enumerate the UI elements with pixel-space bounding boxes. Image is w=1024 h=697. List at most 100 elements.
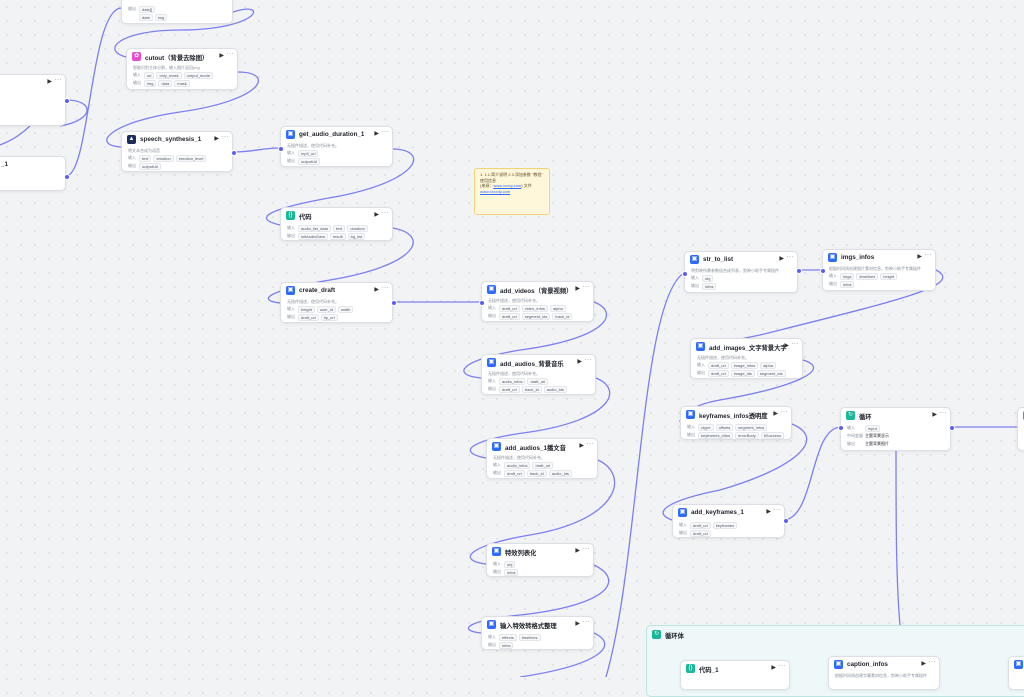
node-row-output: 输出 draft_url image_ids segment_ids: [691, 369, 802, 377]
run-icon[interactable]: ▶: [374, 212, 379, 218]
row-label: 输入: [133, 72, 141, 77]
workflow-node[interactable]: ▲ speech_synthesis_1 ▶ ··· 将文本合成为语音 输入 t…: [121, 131, 233, 172]
edge: [784, 426, 841, 521]
row-label: 输入: [847, 425, 855, 430]
note-link[interactable]: www.xxxxdy.com: [480, 188, 511, 194]
more-icon[interactable]: ···: [582, 619, 590, 625]
node-row-output: 输出 outputUrl: [281, 157, 392, 165]
output-port[interactable]: [391, 300, 397, 306]
param-tag: text: [332, 224, 346, 232]
more-icon[interactable]: ···: [381, 285, 389, 291]
run-icon[interactable]: ▶: [773, 411, 778, 417]
run-icon[interactable]: ▶: [47, 79, 52, 85]
run-icon[interactable]: ▶: [214, 136, 219, 142]
more-icon[interactable]: ···: [928, 659, 936, 665]
workflow-node[interactable]: ▣ imgs_infos ▶ ··· 根据时间线创建图片素材信息，剪映小助手专属…: [822, 249, 936, 291]
output-port[interactable]: [783, 518, 789, 524]
run-icon[interactable]: ▶: [771, 665, 776, 671]
more-icon[interactable]: ···: [582, 546, 590, 552]
more-icon[interactable]: ···: [924, 252, 932, 258]
more-icon[interactable]: ···: [791, 341, 799, 347]
workflow-node[interactable]: ▣ add_images_文字背景大字 ▶ ··· 无插件描述，使用代码补充。 …: [690, 338, 803, 379]
output-port[interactable]: [949, 425, 955, 431]
input-port[interactable]: [838, 425, 844, 431]
workflow-node[interactable]: ▣ add_audios_背景音乐 ▶ ··· 无插件描述，使用代码补充。 输入…: [481, 354, 596, 395]
workflow-node[interactable]: ▣ 输入特效转格式整理 ▶ ··· 输入 effects timelines 输…: [481, 616, 594, 650]
row-label: 输入: [829, 273, 837, 278]
input-port[interactable]: [820, 268, 826, 274]
output-port[interactable]: [796, 268, 802, 274]
more-icon[interactable]: ···: [773, 507, 781, 513]
row-label: 输入: [493, 462, 501, 467]
workflow-node[interactable]: ▶ ···: [0, 74, 66, 126]
sticky-note[interactable]: 1. 1.1.简介说明 2.3.添加参数 "教程" 使用信息 (来源：www.x…: [474, 168, 550, 215]
workflow-node[interactable]: ▣ add_keyframes_1 ▶ ··· 输入 draft_url key…: [672, 504, 785, 538]
more-icon[interactable]: ···: [381, 210, 389, 216]
run-icon[interactable]: ▶: [374, 287, 379, 293]
workflow-node[interactable]: ▣ add_audios_1播文音 ▶ ··· 无插件描述，使用代码补充。 输入…: [486, 438, 598, 479]
more-icon[interactable]: ···: [582, 284, 590, 290]
workflow-node[interactable]: ▣ add_videos（背景视频） ▶ ··· 无插件描述，使用代码补充。 输…: [481, 281, 594, 322]
workflow-node[interactable]: _1: [0, 156, 66, 191]
input-port[interactable]: [479, 300, 485, 306]
run-icon[interactable]: ▶: [374, 131, 379, 137]
run-icon[interactable]: ▶: [779, 256, 784, 262]
more-icon[interactable]: ···: [939, 410, 947, 416]
run-icon[interactable]: ▶: [577, 359, 582, 365]
workflow-node[interactable]: ▣ str_to_list ▶ ··· 将剪映所需参数组合成列表，剪映小助手专属…: [684, 251, 798, 293]
row-label: 输出: [287, 158, 295, 163]
run-icon[interactable]: ▶: [917, 254, 922, 260]
run-icon[interactable]: ▶: [932, 412, 937, 418]
more-icon[interactable]: ···: [586, 441, 594, 447]
run-icon[interactable]: ▶: [219, 53, 224, 59]
row-label: 输出: [128, 163, 136, 168]
workflow-node[interactable]: ▣ keyframes_infos透明度 ▶ ··· 输入 ctype offs…: [680, 406, 792, 440]
workflow-node[interactable]: {} 代码_1 ▶ ···: [680, 660, 790, 690]
run-icon[interactable]: ▶: [784, 343, 789, 349]
more-icon[interactable]: ···: [780, 409, 788, 415]
output-port[interactable]: [64, 98, 70, 104]
node-header: ▣ add_keyframes_1 ▶ ···: [673, 505, 784, 521]
node-header: ▣ add_audios_1播文音 ▶ ···: [487, 439, 597, 455]
node-row-input: 输入 effects timelines: [482, 633, 593, 641]
more-icon[interactable]: ···: [381, 129, 389, 135]
workflow-node[interactable]: {} 代码 ▶ ··· 输入 audio_list_data text dura…: [280, 207, 393, 241]
workflow-node[interactable]: ↻ 循环 ▶ ··· 输入 input 中间变量 主题背景显示 输出 主题背景图…: [840, 407, 951, 451]
input-port[interactable]: [278, 146, 284, 152]
run-icon[interactable]: ▶: [766, 509, 771, 515]
more-icon[interactable]: ···: [221, 134, 229, 140]
output-port[interactable]: [64, 174, 70, 180]
workflow-node[interactable]: 输出 data[] data img: [121, 0, 233, 24]
node-row-input: 输入 obj: [487, 560, 593, 568]
workflow-node[interactable]: ▣ caption_infos ▶ ··· 根据时间线创建字幕素材信息，剪映小助…: [828, 656, 940, 690]
more-icon[interactable]: ···: [54, 77, 62, 83]
node-header: ▣ caption_infos ▶ ···: [829, 657, 939, 673]
workflow-node[interactable]: ✿ cutout（背景去除图） ▶ ··· 智能识别主体分割，输入图片返回png…: [126, 48, 238, 90]
input-port[interactable]: [682, 271, 688, 277]
more-icon[interactable]: ···: [786, 254, 794, 260]
more-icon[interactable]: ···: [778, 663, 786, 669]
more-icon[interactable]: ···: [584, 357, 592, 363]
run-icon[interactable]: ▶: [575, 548, 580, 554]
row-label: 输出: [691, 283, 699, 288]
row-label: 输入: [287, 225, 295, 230]
workflow-node[interactable]: ▣ get_audio_duration_1 ▶ ··· 无插件描述，使用代码补…: [280, 126, 393, 167]
run-icon[interactable]: ▶: [575, 621, 580, 627]
output-port[interactable]: [231, 150, 237, 156]
more-icon[interactable]: ···: [226, 51, 234, 57]
row-label: 输入: [679, 522, 687, 527]
node-header: ▣ keyframes_infos透明度 ▶ ···: [681, 407, 791, 423]
loop-icon: ↻: [652, 630, 661, 639]
param-tag: image_infos: [730, 361, 759, 369]
node-title: speech_synthesis_1: [140, 136, 202, 143]
workflow-node[interactable]: ▣: [1008, 656, 1024, 690]
node-title: add_videos（背景视频）: [500, 288, 573, 295]
run-icon[interactable]: ▶: [579, 443, 584, 449]
note-link[interactable]: www.xxxxy.com: [493, 183, 522, 188]
run-icon[interactable]: ▶: [575, 286, 580, 292]
workflow-node[interactable]: ▣ create_draft ▶ ··· 无插件描述，使用代码补充。 输入 he…: [280, 282, 393, 323]
param-tag: alpha: [549, 304, 566, 312]
workflow-node[interactable]: {}: [1017, 407, 1024, 451]
run-icon[interactable]: ▶: [921, 661, 926, 667]
workflow-node[interactable]: ▣ 特效列表化 ▶ ··· 输入 obj 输出 infos: [486, 543, 594, 577]
